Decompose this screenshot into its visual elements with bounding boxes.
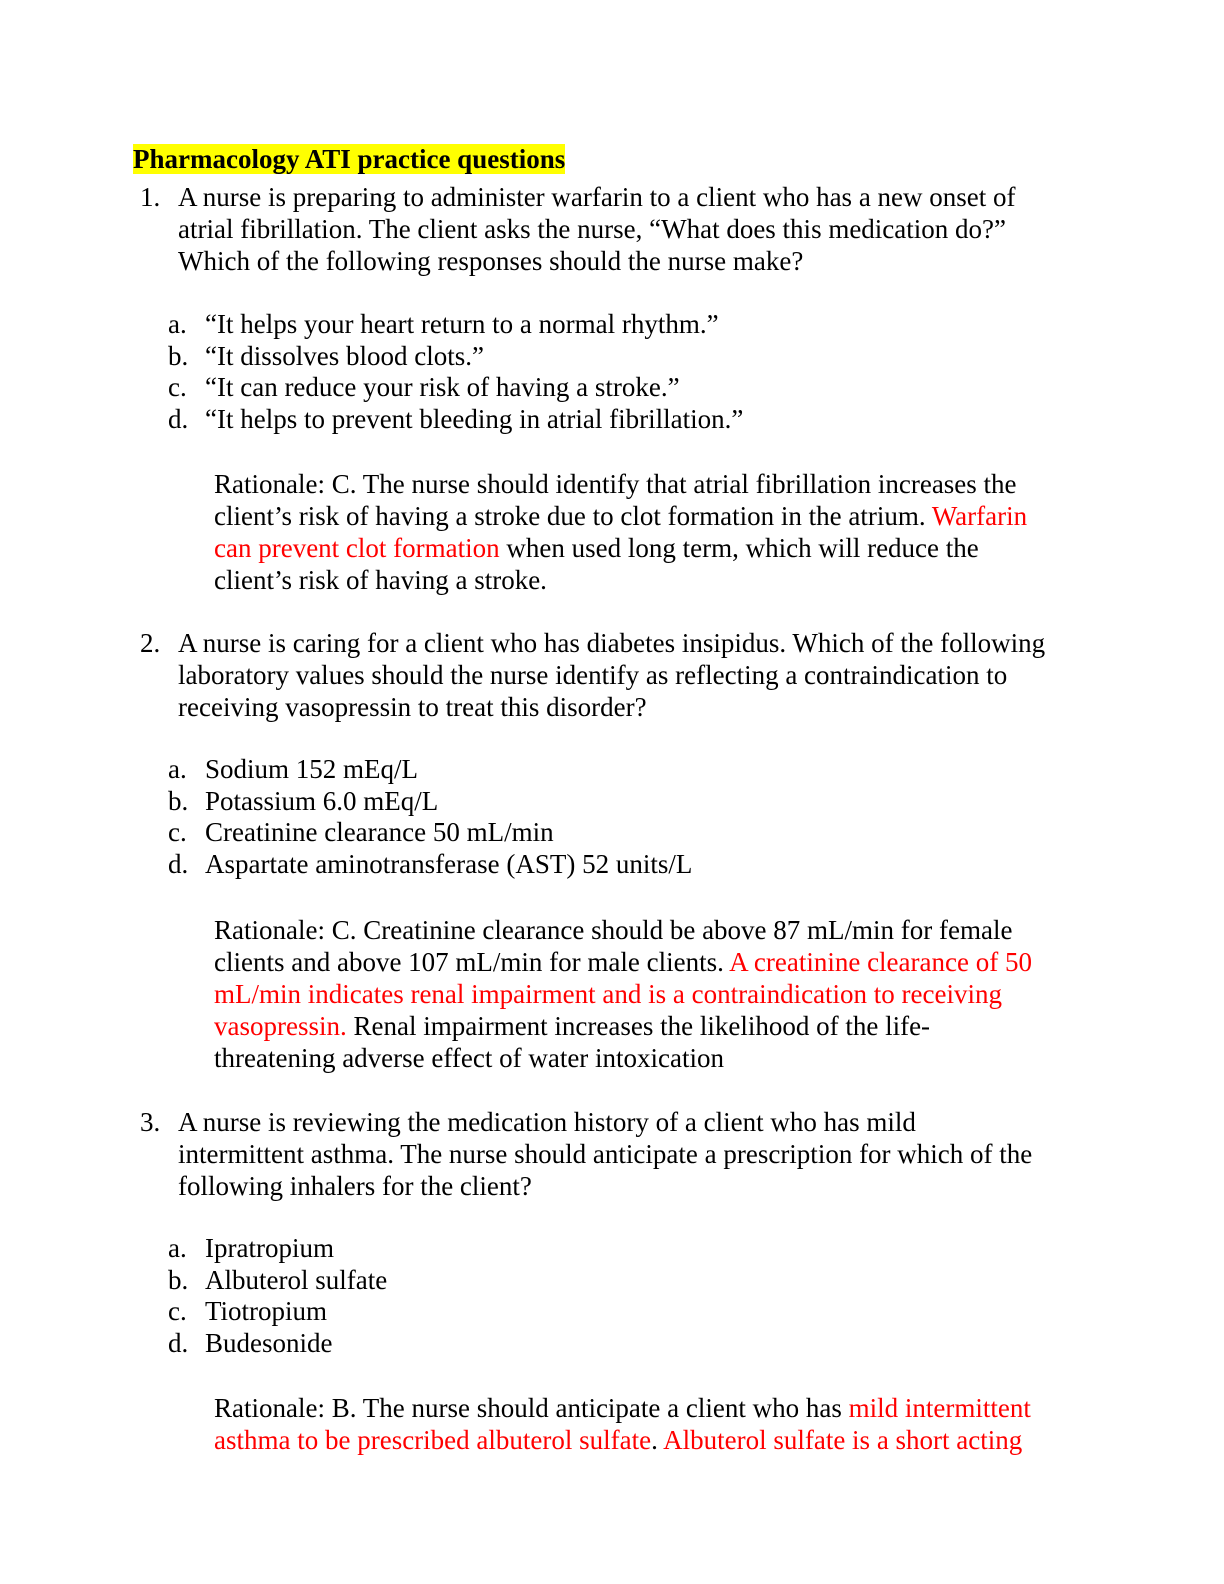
option-text: Budesonide: [205, 1328, 333, 1359]
question-number: 1.: [140, 182, 161, 212]
rationale-line: asthma to be prescribed albuterol sulfat…: [214, 1424, 1064, 1456]
option-letter: a.: [168, 309, 187, 339]
option-text: Albuterol sulfate: [205, 1264, 388, 1295]
rationale-highlight: can prevent clot formation: [214, 533, 500, 563]
question-number: 2.: [140, 628, 161, 658]
option-text: Potassium 6.0 mEq/L: [205, 785, 439, 816]
rationale-line: Rationale: B. The nurse should anticipat…: [214, 1392, 1064, 1424]
question-text: A nurse is caring for a client who has d…: [178, 627, 1078, 723]
title-highlight: Pharmacology ATI practice questions: [133, 144, 566, 174]
question-3: 3. A nurse is reviewing the medication h…: [140, 1106, 1078, 1202]
question-line: laboratory values should the nurse ident…: [178, 660, 1008, 690]
question-number: 3.: [140, 1107, 161, 1137]
option-text: Ipratropium: [205, 1233, 334, 1263]
rationale-line: Rationale: C. The nurse should identify …: [214, 469, 1017, 499]
option-text: Creatinine clearance 50 mL/min: [205, 817, 554, 848]
rationale-3: Rationale: B. The nurse should anticipat…: [214, 1392, 1064, 1456]
option-text: “It dissolves blood clots.”: [205, 340, 484, 371]
rationale-line: clients and above 107 mL/min for male cl…: [214, 946, 1064, 978]
question-2: 2. A nurse is caring for a client who ha…: [140, 627, 1078, 723]
option-text: “It can reduce your risk of having a str…: [205, 372, 680, 403]
answer-options-2: a. Sodium 152 mEq/L b. Potassium 6.0 mEq/L…: [168, 754, 692, 881]
document-title: Pharmacology ATI practice questions: [133, 143, 566, 175]
rationale-line: client’s risk of having a stroke due to …: [214, 500, 1064, 532]
rationale-text: clients and above 107 mL/min for male cl…: [214, 947, 730, 977]
option-letter: b.: [168, 1264, 189, 1295]
option-text: “It helps to prevent bleeding in atrial …: [205, 404, 744, 435]
option-letter: d.: [168, 849, 189, 880]
answer-option: d. Budesonide: [168, 1328, 387, 1360]
rationale-line: threatening adverse effect of water into…: [214, 1043, 725, 1073]
rationale-highlight: vasopressin.: [214, 1011, 347, 1041]
question-line: A nurse is reviewing the medication hist…: [178, 1107, 916, 1137]
rationale-2: Rationale: C. Creatinine clearance shoul…: [214, 914, 1064, 1074]
answer-options-3: a. Ipratropium b. Albuterol sulfate c. Tiot…: [168, 1233, 387, 1360]
question-line: A nurse is caring for a client who has d…: [178, 628, 1046, 658]
answer-option: a. “It helps your heart return to a norma…: [168, 309, 743, 341]
option-text: “It helps your heart return to a normal …: [205, 309, 719, 339]
answer-option: b. Albuterol sulfate: [168, 1265, 387, 1297]
rationale-text: Rationale: B. The nurse should anticipat…: [214, 1393, 849, 1423]
question-line: receiving vasopressin to treat this diso…: [178, 692, 647, 722]
answer-option: b. Potassium 6.0 mEq/L: [168, 786, 692, 818]
option-letter: c.: [168, 817, 187, 848]
option-letter: d.: [168, 404, 189, 435]
rationale-text: Renal impairment increases the likelihoo…: [346, 1011, 931, 1041]
answer-option: d. Aspartate aminotransferase (AST) 52 un…: [168, 849, 692, 881]
option-letter: b.: [168, 785, 189, 816]
rationale-text: .: [651, 1425, 664, 1455]
rationale-line: client’s risk of having a stroke.: [214, 565, 547, 595]
option-letter: a.: [168, 1233, 187, 1263]
question-line: intermittent asthma. The nurse should an…: [178, 1139, 1033, 1169]
question-line: Which of the following responses should …: [178, 246, 804, 276]
rationale-line: Rationale: C. Creatinine clearance shoul…: [214, 915, 1013, 945]
answer-option: a. Ipratropium: [168, 1233, 387, 1265]
answer-option: d. “It helps to prevent bleeding in atria…: [168, 404, 743, 436]
option-letter: c.: [168, 372, 187, 403]
answer-option: a. Sodium 152 mEq/L: [168, 754, 692, 786]
option-letter: b.: [168, 340, 189, 371]
rationale-highlight: mL/min indicates renal impairment and is…: [214, 979, 1002, 1009]
option-letter: c.: [168, 1296, 187, 1327]
question-line: A nurse is preparing to administer warfa…: [178, 182, 1016, 212]
option-text: Aspartate aminotransferase (AST) 52 unit…: [205, 849, 693, 880]
question-text: A nurse is preparing to administer warfa…: [178, 181, 1078, 277]
rationale-highlight: Warfarin: [931, 501, 1028, 531]
answer-options-1: a. “It helps your heart return to a norma…: [168, 309, 743, 436]
rationale-highlight: A creatinine clearance of 50: [729, 947, 1032, 977]
option-text: Sodium 152 mEq/L: [205, 754, 419, 784]
option-letter: a.: [168, 754, 187, 784]
answer-option: c. “It can reduce your risk of having a s…: [168, 372, 743, 404]
question-text: A nurse is reviewing the medication hist…: [178, 1106, 1078, 1202]
answer-option: c. Tiotropium: [168, 1296, 387, 1328]
answer-option: b. “It dissolves blood clots.”: [168, 341, 743, 373]
rationale-text: when used long term, which will reduce t…: [499, 533, 979, 563]
question-1: 1. A nurse is preparing to administer wa…: [140, 181, 1078, 277]
question-line: following inhalers for the client?: [178, 1171, 532, 1201]
option-letter: d.: [168, 1328, 189, 1359]
answer-option: c. Creatinine clearance 50 mL/min: [168, 817, 692, 849]
rationale-line: can prevent clot formation when used lon…: [214, 532, 1064, 564]
rationale-1: Rationale: C. The nurse should identify …: [214, 468, 1064, 596]
option-text: Tiotropium: [205, 1296, 328, 1327]
rationale-highlight: Albuterol sulfate is a short acting: [663, 1425, 1023, 1455]
rationale-text: client’s risk of having a stroke due to …: [214, 501, 932, 531]
rationale-highlight: asthma to be prescribed albuterol sulfat…: [214, 1425, 652, 1455]
rationale-line: vasopressin. Renal impairment increases …: [214, 1010, 1064, 1042]
question-line: atrial fibrillation. The client asks the…: [178, 214, 1006, 244]
rationale-highlight: mild intermittent: [848, 1393, 1031, 1423]
